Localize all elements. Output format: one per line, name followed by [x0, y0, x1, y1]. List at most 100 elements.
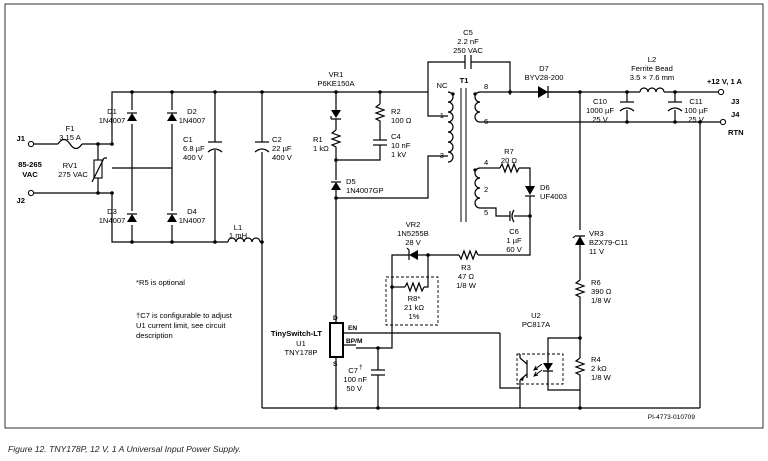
- d3-ref: D3: [107, 207, 117, 216]
- vr1-value: P6KE150A: [317, 79, 355, 88]
- r8-optional-box: [385, 276, 439, 326]
- transformer-t1: [427, 55, 720, 222]
- u1-family: TinySwitch-LT: [271, 329, 323, 338]
- c7-voltage: 50 V: [346, 384, 363, 393]
- diode-d5-symbol: [330, 181, 342, 191]
- u1-pin-bpm: BP/M: [346, 338, 363, 345]
- c10-ref: C10: [593, 97, 607, 106]
- r7-ref: R7: [504, 147, 514, 156]
- clamp-section: [262, 90, 448, 335]
- f1-ref: F1: [66, 124, 75, 133]
- f1-value: 3.15 A: [59, 133, 81, 142]
- c10-value: 1000 µF: [586, 106, 614, 115]
- optocoupler-section: [499, 92, 586, 410]
- j3-terminal: [717, 88, 725, 96]
- input-label-line1: 85-265: [18, 160, 42, 169]
- l2-value: Ferrite Bead: [631, 64, 673, 73]
- d6-ref: D6: [540, 183, 550, 192]
- r2-ref: R2: [391, 107, 401, 116]
- c4-value: 10 nF: [391, 141, 411, 150]
- t1-nc-label: NC: [437, 81, 448, 90]
- u1-ref: U1: [296, 339, 306, 348]
- t1-pin-6: 6: [484, 117, 488, 126]
- diode-d4-symbol: [166, 211, 178, 225]
- c7-value: 100 nF: [343, 375, 367, 384]
- d2-value: 1N4007: [179, 116, 206, 125]
- resistor-r8-symbol: [404, 281, 425, 293]
- j4-terminal: [719, 118, 727, 126]
- t1-pin-5: 5: [484, 208, 488, 217]
- j4-label: J4: [731, 110, 740, 119]
- r6-value: 390 Ω: [591, 287, 612, 296]
- c5-voltage: 250 VAC: [453, 46, 483, 55]
- c1-value: 6.8 µF: [183, 144, 205, 153]
- c6-value: 1 µF: [506, 236, 522, 245]
- d1-ref: D1: [107, 107, 117, 116]
- note-r5: *R5 is optional: [136, 278, 185, 287]
- l1-ref: L1: [234, 223, 242, 232]
- c1-ref: C1: [183, 135, 193, 144]
- optocoupler-u2-box: [516, 353, 564, 385]
- input-section: [27, 90, 270, 408]
- d2-ref: D2: [187, 107, 197, 116]
- r1-ref: R1: [313, 135, 323, 144]
- tvs-vr1-symbol: [330, 110, 341, 120]
- r4-ref: R4: [591, 355, 601, 364]
- capacitor-c5-symbol: [464, 55, 472, 69]
- capacitor-c7-symbol: [371, 369, 385, 376]
- r2-value: 100 Ω: [391, 116, 412, 125]
- diode-d7-symbol: [538, 86, 549, 98]
- resistor-r4-symbol: [574, 357, 586, 408]
- vr2-voltage: 28 V: [405, 238, 422, 247]
- c7-ref: C7: [348, 366, 358, 375]
- resistor-r1-symbol: [330, 129, 342, 160]
- note-c7-line1: †C7 is configurable to adjust: [136, 311, 233, 320]
- l1-value: 1 mH: [229, 231, 247, 240]
- zener-vr2-symbol: [406, 247, 418, 260]
- c11-voltage: 25 V: [688, 115, 705, 124]
- t1-pin-2: 2: [484, 185, 488, 194]
- note-c7-line3: description: [136, 331, 173, 340]
- fuse-f1-symbol: [57, 138, 83, 150]
- d5-value: 1N4007GP: [346, 186, 384, 195]
- drawing-number: PI-4773-010709: [648, 414, 696, 421]
- capacitor-c10-symbol: [619, 101, 635, 112]
- d4-ref: D4: [187, 207, 197, 216]
- resistor-r3-symbol: [458, 249, 479, 261]
- c4-voltage: 1 kV: [391, 150, 407, 159]
- r4-power: 1/8 W: [591, 373, 612, 382]
- r3-power: 1/8 W: [456, 281, 477, 290]
- vr2-ref: VR2: [406, 220, 421, 229]
- u1-pin-d: D: [333, 315, 338, 322]
- d5-ref: D5: [346, 177, 356, 186]
- vr3-value: BZX79-C11: [589, 238, 628, 247]
- u2-ref: U2: [531, 311, 541, 320]
- j1-label: J1: [17, 134, 26, 143]
- r6-ref: R6: [591, 278, 601, 287]
- output-section: [262, 86, 727, 409]
- r3-value: 47 Ω: [458, 272, 475, 281]
- r6-power: 1/8 W: [591, 296, 612, 305]
- d1-value: 1N4007: [99, 116, 126, 125]
- input-label-line2: VAC: [22, 170, 38, 179]
- vr3-voltage: 11 V: [589, 247, 605, 256]
- c5-ref: C5: [463, 28, 473, 37]
- c4-ref: C4: [391, 132, 401, 141]
- c2-value: 22 µF: [272, 144, 292, 153]
- diode-d6-symbol: [525, 186, 535, 197]
- rtn-label: RTN: [728, 128, 744, 137]
- capacitor-c2-symbol: [254, 141, 270, 153]
- note-c7-line2: U1 current limit, see circuit: [136, 321, 226, 330]
- vr3-ref: VR3: [589, 229, 604, 238]
- inductor-l2-symbol: [639, 87, 665, 93]
- c5-value: 2.2 nF: [457, 37, 479, 46]
- j2-terminal: [27, 189, 35, 197]
- zener-vr3-symbol: [572, 235, 585, 245]
- r7-value: 20 Ω: [501, 156, 518, 165]
- ic-u1-symbol: [329, 322, 500, 410]
- j2-label: J2: [17, 196, 25, 205]
- d4-value: 1N4007: [179, 216, 206, 225]
- t1-pin-1: 1: [440, 111, 444, 120]
- c6-ref: C6: [509, 227, 519, 236]
- c2-voltage: 400 V: [272, 153, 293, 162]
